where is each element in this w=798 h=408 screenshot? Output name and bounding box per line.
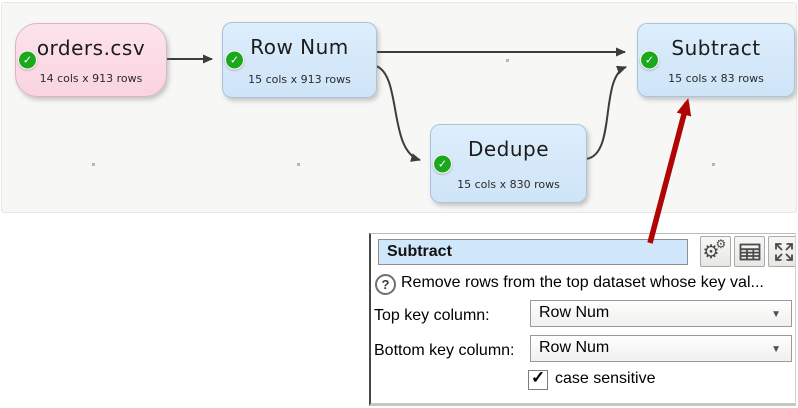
chevron-down-icon: ▼ (771, 309, 781, 320)
node-dimensions: 14 cols x 913 rows (39, 72, 143, 85)
grid-dot (92, 163, 95, 166)
maximize-button[interactable] (768, 236, 795, 267)
node-dimensions: 15 cols x 913 rows (248, 73, 351, 86)
node-subtract[interactable]: ✓ Subtract 15 cols x 83 rows (637, 23, 795, 97)
transform-description-row: ? Remove rows from the top dataset whose… (375, 273, 789, 295)
transform-name-input[interactable] (378, 239, 688, 265)
gears-icon: ⚙ ⚙ (702, 236, 727, 263)
table-icon (739, 243, 760, 260)
bottom-key-column-select[interactable]: Row Num ▼ (530, 335, 792, 362)
settings-button[interactable]: ⚙ ⚙ (700, 236, 731, 267)
chevron-down-icon: ▼ (771, 344, 781, 355)
help-icon[interactable]: ? (375, 274, 396, 295)
node-title: Subtract (671, 36, 761, 60)
transform-description: Remove rows from the top dataset whose k… (401, 274, 764, 291)
bottom-key-column-label: Bottom key column: (374, 342, 515, 359)
node-title: Dedupe (467, 137, 550, 161)
node-orders-csv[interactable]: ✓ orders.csv 14 cols x 913 rows (15, 23, 167, 97)
node-row-num[interactable]: ✓ Row Num 15 cols x 913 rows (222, 22, 377, 98)
status-ok-icon: ✓ (18, 50, 37, 70)
top-key-column-label: Top key column: (374, 307, 490, 324)
transform-properties-panel: ⚙ ⚙ ? Remove rows from (369, 233, 796, 406)
case-sensitive-label: case sensitive (555, 370, 656, 387)
status-ok-icon: ✓ (433, 154, 452, 173)
node-dimensions: 15 cols x 83 rows (668, 72, 764, 85)
expand-icon (774, 242, 793, 261)
node-graph-canvas[interactable]: ✓ orders.csv 14 cols x 913 rows ✓ Row Nu… (1, 2, 797, 213)
checkmark-icon: ✓ (531, 368, 546, 387)
status-ok-icon: ✓ (225, 50, 244, 70)
selected-value: Row Num (539, 339, 610, 356)
grid-dot (297, 163, 300, 166)
node-title: orders.csv (36, 36, 146, 60)
node-title: Row Num (250, 35, 349, 59)
selected-value: Row Num (539, 304, 610, 321)
grid-dot (712, 163, 715, 166)
status-ok-icon: ✓ (640, 50, 659, 70)
node-dimensions: 15 cols x 830 rows (457, 178, 560, 191)
node-dedupe[interactable]: ✓ Dedupe 15 cols x 830 rows (430, 124, 587, 203)
top-key-column-select[interactable]: Row Num ▼ (530, 300, 792, 327)
case-sensitive-checkbox[interactable]: ✓ (528, 368, 548, 390)
view-table-button[interactable] (734, 236, 765, 267)
grid-dot (506, 59, 509, 62)
